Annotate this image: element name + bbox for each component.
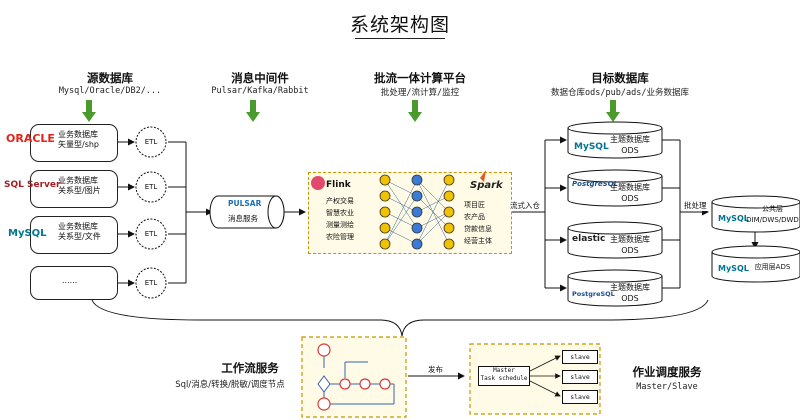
spark-list: 项目匠 农产品 贷款信息 经营主体 — [464, 201, 492, 245]
etl-label-3: ETL — [144, 230, 158, 238]
pulsar-logo: PULSAR — [228, 199, 262, 208]
batch-label: 批处理 — [684, 200, 707, 211]
flink-list: 产权交易 智慧农业 测量测绘 农险管理 — [326, 197, 354, 241]
source-sqlserver — [30, 170, 118, 208]
sqlserver-logo: SQL Server — [4, 180, 61, 190]
compute-section-title: 批流一体计算平台 — [374, 71, 466, 85]
spark-logo: Spark — [470, 180, 503, 191]
workflow-subtitle: Sql/消息/转换/脱敏/调度节点 — [175, 380, 285, 390]
title-underline — [355, 38, 445, 39]
source-other — [30, 266, 118, 300]
oracle-logo: ORACLE — [6, 132, 55, 145]
master-node: Master Task schedule — [478, 366, 530, 386]
source-mysql-text: 业务数据库 关系型/文件 — [58, 222, 101, 241]
target-elastic-logo: elastic — [572, 234, 606, 244]
source-oracle — [30, 124, 118, 162]
source-sqlserver-text: 业务数据库 关系型/图片 — [58, 176, 101, 195]
target-section-title: 目标数据库 — [591, 71, 649, 85]
workflow-title: 工作流服务 — [221, 361, 279, 375]
source-section-subtitle: Mysql/Oracle/DB2/... — [58, 86, 162, 96]
warehouse-common-text: 公共层 DIM/DWS/DWD — [746, 205, 799, 224]
compute-section-subtitle: 批处理/流计算/监控 — [380, 88, 460, 98]
target-3-text: 主题数据库 ODS — [610, 235, 650, 255]
page-title: 系统架构图 — [349, 14, 450, 36]
warehouse-ads-text: 应用层ADS — [754, 263, 791, 271]
target-mysql-logo: MySQL — [574, 142, 609, 152]
mq-section-subtitle: Pulsar/Kafka/Rabbit — [211, 86, 309, 96]
etl-label-2: ETL — [144, 183, 158, 191]
target-section-subtitle: 数据仓库ods/pub/ads/业务数据库 — [551, 88, 689, 98]
stream-ingest-label: 流式入仓 — [510, 200, 540, 211]
publish-label: 发布 — [428, 365, 443, 374]
mysql-logo: MySQL — [8, 228, 47, 239]
source-oracle-text: 业务数据库 矢量型/shp — [58, 130, 100, 149]
scheduler-subtitle: Master/Slave — [636, 382, 698, 392]
target-postgres-logo: PostgreSQL — [572, 180, 619, 188]
warehouse-mysql-logo: MySQL — [718, 214, 749, 223]
warehouse-mysql2-logo: MySQL — [718, 264, 749, 273]
target-2-text: 主题数据库 ODS — [610, 183, 650, 203]
target-1-text: 主题数据库 ODS — [610, 135, 650, 155]
source-section-title: 源数据库 — [87, 71, 133, 85]
slave-node-2: slave — [562, 370, 598, 384]
source-other-text: ...... — [62, 276, 78, 285]
slave-node-1: slave — [562, 350, 598, 364]
flink-logo: Flink — [326, 180, 351, 190]
pulsar-label: 消息服务 — [228, 214, 258, 223]
target-4-text: 主题数据库 ODS — [610, 283, 650, 303]
source-mysql — [30, 216, 118, 254]
etl-label-1: ETL — [144, 138, 158, 146]
slave-node-3: slave — [562, 390, 598, 404]
scheduler-title: 作业调度服务 — [632, 365, 702, 379]
etl-label-4: ETL — [144, 279, 158, 287]
mq-section-title: 消息中间件 — [231, 71, 289, 85]
target-postgres2-logo: PostgreSQL — [572, 290, 615, 298]
